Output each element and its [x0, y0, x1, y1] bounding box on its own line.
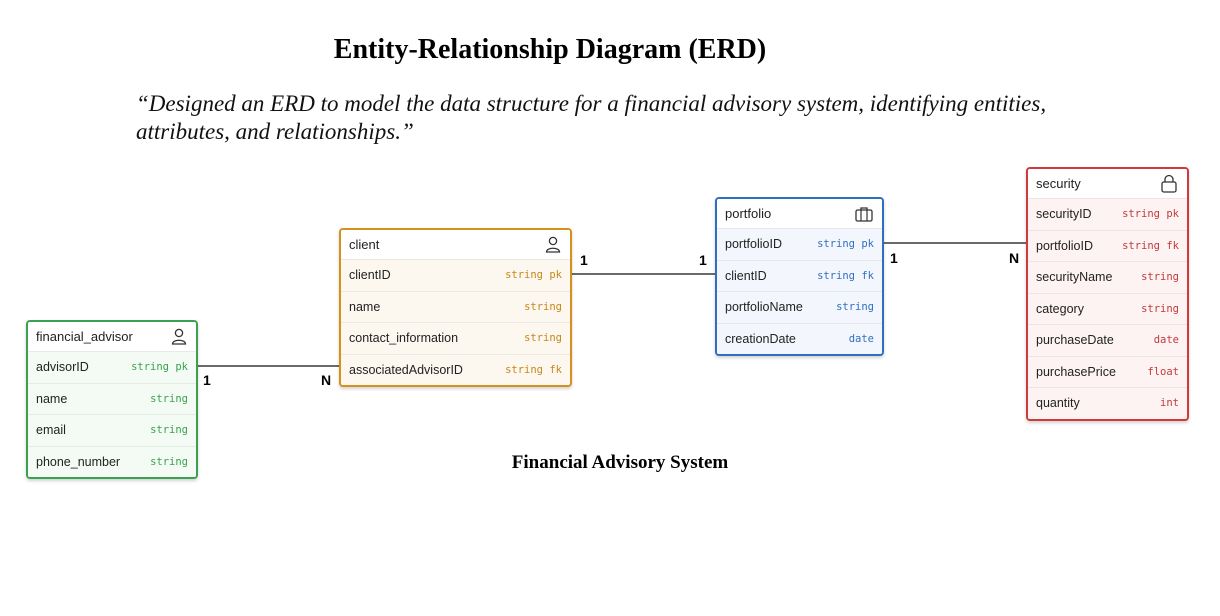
- entity-header: security: [1028, 169, 1187, 198]
- field-name: clientID: [725, 268, 767, 283]
- field-row[interactable]: purchaseDate date: [1028, 324, 1187, 356]
- field-row[interactable]: clientID string pk: [341, 259, 570, 291]
- field-type: string pk: [1122, 208, 1179, 221]
- lock-icon: [1160, 174, 1178, 193]
- entity-financial-advisor[interactable]: financial_advisor advisorID string pk nam…: [26, 320, 198, 479]
- field-row[interactable]: portfolioID string fk: [1028, 229, 1187, 261]
- field-name: advisorID: [36, 360, 89, 375]
- field-name: name: [36, 391, 68, 406]
- field-name: associatedAdvisorID: [349, 362, 463, 377]
- field-row[interactable]: contact_information string: [341, 322, 570, 354]
- field-row[interactable]: associatedAdvisorID string fk: [341, 353, 570, 385]
- field-name: phone_number: [36, 454, 121, 469]
- field-row[interactable]: securityID string pk: [1028, 198, 1187, 230]
- description-quote: “Designed an ERD to model the data struc…: [136, 91, 1047, 144]
- field-name: portfolioName: [725, 300, 803, 315]
- field-type: string: [1141, 302, 1179, 315]
- field-row[interactable]: securityName string: [1028, 261, 1187, 293]
- field-row[interactable]: advisorID string pk: [28, 351, 196, 383]
- field-row[interactable]: portfolioID string pk: [717, 228, 882, 260]
- field-row[interactable]: phone_number string: [28, 445, 196, 477]
- entity-header: client: [341, 230, 570, 259]
- field-name: creationDate: [725, 331, 796, 346]
- field-type: string: [524, 332, 562, 345]
- entity-portfolio[interactable]: portfolio portfolioID string pk clientID s…: [715, 197, 884, 356]
- field-type: string: [1141, 271, 1179, 284]
- briefcase-icon: [855, 206, 873, 222]
- entity-name: security: [1036, 176, 1081, 191]
- field-row[interactable]: purchasePrice float: [1028, 355, 1187, 387]
- field-type: string: [524, 300, 562, 313]
- field-type: string: [836, 301, 874, 314]
- field-name: category: [1036, 301, 1084, 316]
- entity-header: portfolio: [717, 199, 882, 228]
- field-row[interactable]: email string: [28, 414, 196, 446]
- entity-security[interactable]: security securityID string pk portfolioID…: [1026, 167, 1189, 421]
- field-type: int: [1160, 397, 1179, 410]
- cardinality-portfolio-side: 1: [890, 250, 898, 266]
- field-type: date: [1153, 334, 1179, 347]
- field-row[interactable]: quantity int: [1028, 387, 1187, 419]
- field-row[interactable]: category string: [1028, 292, 1187, 324]
- field-row[interactable]: name string: [341, 290, 570, 322]
- relationship-client-portfolio: [563, 271, 721, 277]
- cardinality-advisor-side: 1: [203, 372, 211, 388]
- field-name: quantity: [1036, 396, 1080, 411]
- field-type: date: [848, 332, 874, 345]
- field-name: name: [349, 299, 381, 314]
- cardinality-client-side: 1: [580, 252, 588, 268]
- relationship-advisor-client: [189, 363, 346, 369]
- diagram-caption: Financial Advisory System: [511, 452, 729, 473]
- field-name: portfolioID: [725, 237, 782, 252]
- entity-name: financial_advisor: [36, 329, 133, 344]
- field-name: securityID: [1036, 207, 1092, 222]
- field-type: string: [150, 392, 188, 405]
- cardinality-portfolio-side: 1: [699, 252, 707, 268]
- field-name: securityName: [1036, 270, 1113, 285]
- field-type: string fk: [505, 363, 562, 376]
- field-name: purchaseDate: [1036, 333, 1114, 348]
- field-name: email: [36, 423, 66, 438]
- field-name: portfolioID: [1036, 238, 1093, 253]
- field-name: clientID: [349, 268, 391, 283]
- entity-client[interactable]: client clientID string pk name string cont…: [339, 228, 572, 387]
- field-type: string: [150, 455, 188, 468]
- user-icon: [545, 236, 561, 253]
- field-type: string pk: [131, 361, 188, 374]
- field-row[interactable]: creationDate date: [717, 322, 882, 354]
- field-type: string fk: [817, 269, 874, 282]
- entity-header: financial_advisor: [28, 322, 196, 351]
- relationship-portfolio-security: [875, 240, 1033, 246]
- entity-name: portfolio: [725, 206, 772, 221]
- cardinality-security-side: N: [1009, 250, 1020, 266]
- field-type: string pk: [505, 269, 562, 282]
- field-name: purchasePrice: [1036, 364, 1116, 379]
- field-type: float: [1147, 365, 1179, 378]
- entity-name: client: [349, 237, 380, 252]
- field-type: string pk: [817, 238, 874, 251]
- field-row[interactable]: name string: [28, 382, 196, 414]
- field-row[interactable]: portfolioName string: [717, 291, 882, 323]
- field-row[interactable]: clientID string fk: [717, 259, 882, 291]
- page-title: Entity-Relationship Diagram (ERD): [333, 34, 767, 65]
- field-type: string: [150, 424, 188, 437]
- user-icon: [171, 328, 187, 345]
- field-name: contact_information: [349, 331, 459, 346]
- cardinality-client-side: N: [321, 372, 332, 388]
- field-type: string fk: [1122, 239, 1179, 252]
